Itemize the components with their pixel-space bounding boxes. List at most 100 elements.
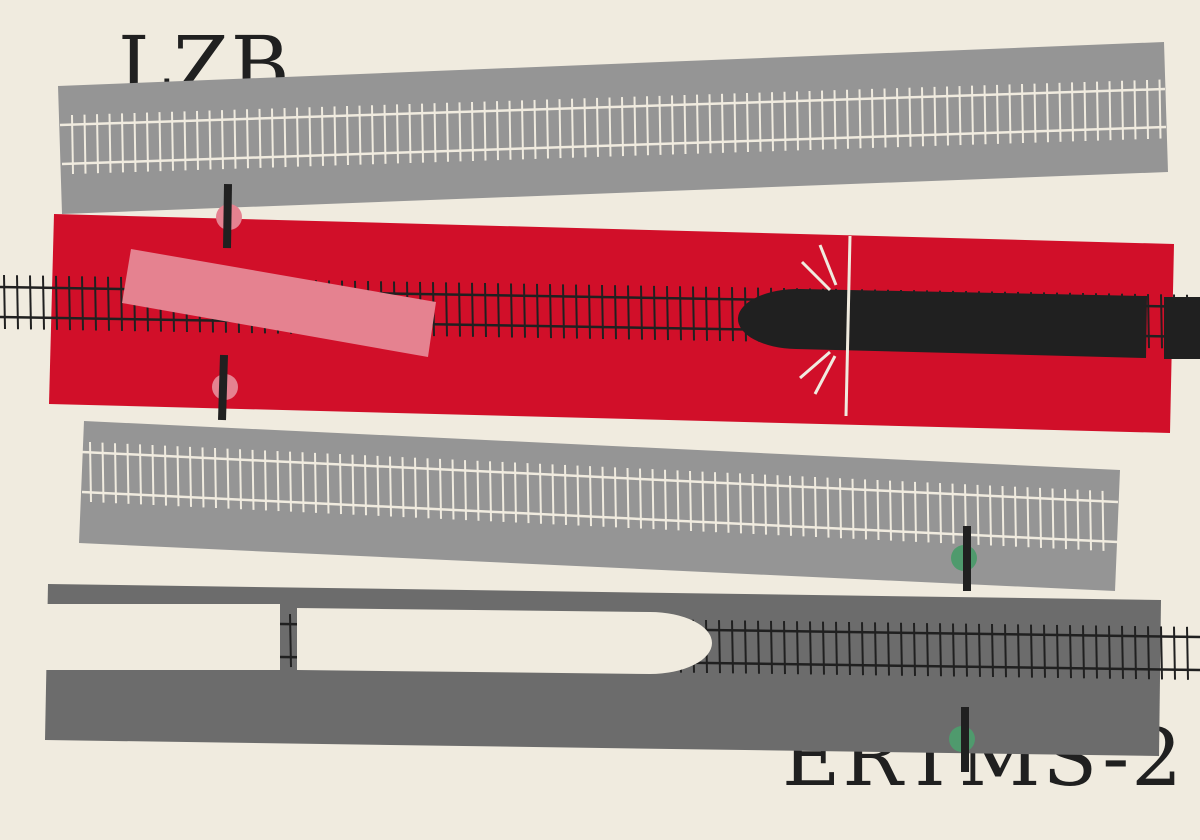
track-tie xyxy=(726,472,730,533)
track-tie xyxy=(835,621,838,675)
track-tie xyxy=(640,285,643,340)
track-tie xyxy=(952,623,955,677)
track-tie xyxy=(439,458,442,519)
track-tie xyxy=(776,475,780,536)
track-tie xyxy=(176,446,180,507)
track-tie xyxy=(714,472,717,533)
track-tie xyxy=(226,448,230,509)
track-tie xyxy=(16,275,19,330)
track-tie xyxy=(696,94,699,154)
track-tie xyxy=(1101,490,1105,551)
track-tie xyxy=(718,286,721,341)
track-tie xyxy=(246,109,249,169)
track-tie xyxy=(731,287,734,342)
track-tie xyxy=(546,99,549,159)
track-tie xyxy=(1147,626,1150,680)
track-tie xyxy=(1046,83,1049,143)
track-tie xyxy=(848,621,851,676)
track-tie xyxy=(589,466,592,527)
track-tie xyxy=(508,100,512,160)
track-tie xyxy=(971,85,974,145)
track-tie xyxy=(221,110,224,170)
signal-marker-icon xyxy=(212,354,238,421)
track-tie xyxy=(96,114,99,174)
track-tie xyxy=(533,99,537,159)
track-tie xyxy=(451,459,455,520)
track-tie xyxy=(1083,81,1087,142)
band-gray-middle xyxy=(79,421,1120,591)
track-tie xyxy=(251,449,255,510)
track-tie xyxy=(346,106,349,166)
track-tie xyxy=(651,469,655,530)
track-tie xyxy=(1014,486,1017,547)
track-tie xyxy=(1033,83,1037,143)
track-tie xyxy=(588,284,591,339)
track-tie xyxy=(933,86,937,146)
track-tie xyxy=(744,620,747,674)
track-tie xyxy=(796,621,799,675)
track-tie xyxy=(851,478,855,539)
track-tie xyxy=(484,283,487,338)
train-car xyxy=(1164,297,1200,359)
track-tie xyxy=(1108,625,1111,679)
track-tie xyxy=(283,108,287,168)
track-tie xyxy=(1089,490,1092,551)
track-tie xyxy=(808,90,812,150)
track-tie xyxy=(1082,625,1085,679)
track-tie xyxy=(376,455,380,516)
band-gray-top-shape xyxy=(58,42,1168,214)
track-tie xyxy=(289,451,292,512)
track-tie xyxy=(94,276,97,331)
track-tie xyxy=(536,283,539,338)
track-tie xyxy=(510,283,513,338)
track-tie xyxy=(114,443,117,504)
signal-marker-icon xyxy=(216,183,242,249)
track-tie xyxy=(1160,626,1163,680)
track-tie xyxy=(433,103,437,163)
train-body xyxy=(737,288,1147,358)
track-tie xyxy=(739,473,742,534)
track-tie xyxy=(901,481,905,542)
track-tie xyxy=(721,93,724,153)
rail xyxy=(59,87,1166,127)
track-tie xyxy=(627,285,630,340)
track-tie xyxy=(189,446,192,507)
track-tie xyxy=(1121,80,1124,140)
track-tie xyxy=(646,96,649,156)
track-tie xyxy=(351,454,355,515)
track-tie xyxy=(1001,486,1005,547)
track-tie xyxy=(783,91,787,151)
track-tie xyxy=(339,454,342,515)
train-car-cream xyxy=(0,604,280,670)
track-tie xyxy=(1095,625,1098,679)
track-tie xyxy=(71,114,74,175)
track-tie xyxy=(3,274,6,330)
track-tie xyxy=(321,106,324,166)
track-gray-top xyxy=(59,79,1167,175)
track-gray-middle xyxy=(81,441,1119,551)
track-tie xyxy=(514,462,517,523)
rail xyxy=(61,125,1167,166)
track-tie xyxy=(383,104,387,164)
track-tie xyxy=(1051,488,1055,549)
track-tie xyxy=(562,284,565,339)
track-tie xyxy=(751,473,755,535)
track-tie xyxy=(614,285,617,340)
track-tie xyxy=(458,282,461,337)
track-tie xyxy=(796,91,799,151)
track-tie xyxy=(871,88,874,148)
track-tie xyxy=(789,475,792,536)
track-tie xyxy=(887,622,890,676)
track-tie xyxy=(666,286,669,341)
track-tie xyxy=(705,286,708,341)
track-tie xyxy=(809,621,812,675)
spark-line xyxy=(799,350,831,380)
track-tie xyxy=(208,110,212,170)
track-tie xyxy=(526,463,530,524)
track-tie xyxy=(1008,84,1012,144)
track-tie xyxy=(671,95,674,155)
track-tie xyxy=(371,105,374,165)
pink-section-block xyxy=(122,249,436,357)
track-tie xyxy=(951,483,955,544)
